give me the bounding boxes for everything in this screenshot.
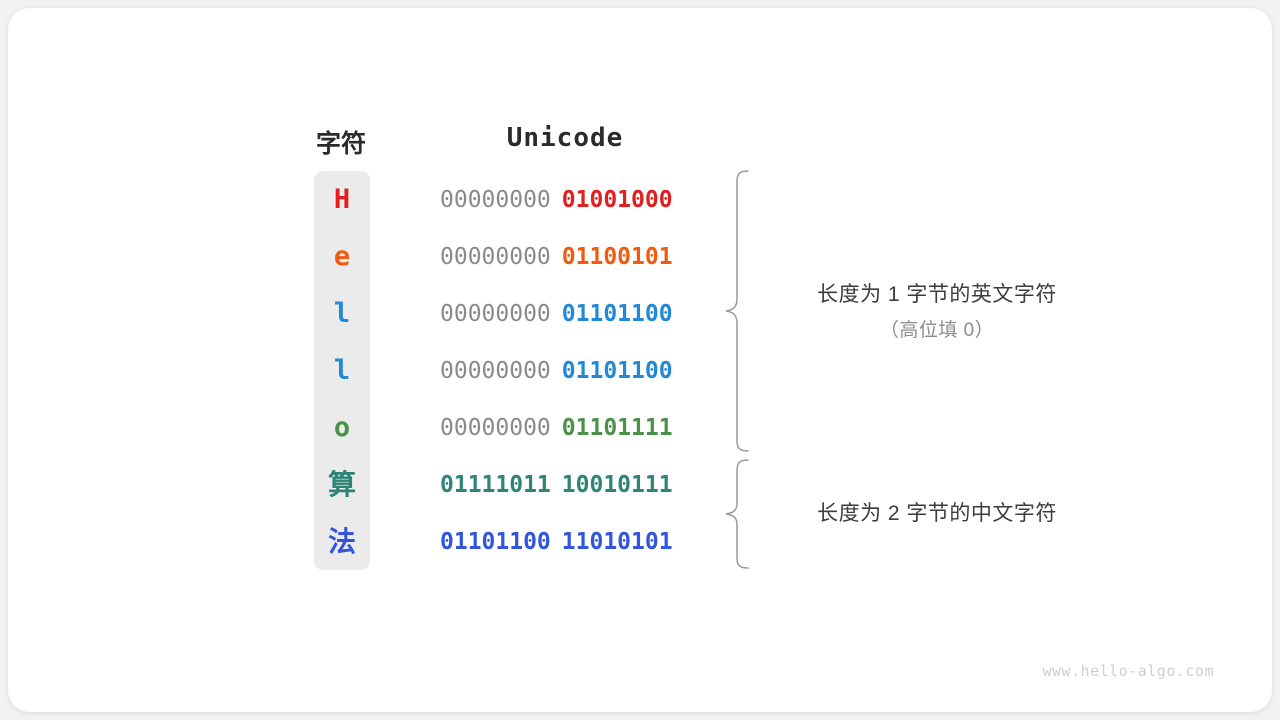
brace-single-byte-group [725, 170, 749, 452]
character-cell: H [333, 184, 351, 215]
unicode-binary-row: 00000000 01101100 [440, 354, 692, 388]
high-byte: 01101100 [440, 529, 551, 555]
character-cell: 法 [327, 526, 356, 557]
high-byte: 00000000 [440, 187, 551, 213]
low-byte: 01100101 [561, 244, 673, 270]
annotation-single-byte-main: 长度为 1 字节的英文字符 [817, 283, 1057, 306]
character-cell: e [333, 241, 351, 272]
high-byte: 00000000 [440, 244, 551, 270]
unicode-binary-row: 00000000 01100101 [440, 240, 692, 274]
unicode-binary-row: 01111011 10010111 [440, 468, 692, 502]
unicode-binary-row: 00000000 01101100 [440, 297, 692, 331]
brace-double-byte-group [725, 459, 749, 569]
annotation-double-byte-main: 长度为 2 字节的中文字符 [817, 502, 1057, 525]
low-byte: 01001000 [561, 187, 673, 213]
annotation-single-byte-sub: （高位填 0） [879, 320, 995, 341]
unicode-binary-row: 01101100 11010101 [440, 525, 692, 559]
diagram-canvas: 字符 Unicode H 00000000 01001000 e 00000000 011… [8, 8, 1272, 712]
high-byte: 00000000 [440, 301, 551, 327]
low-byte: 01101111 [561, 415, 673, 441]
annotation-double-byte: 长度为 2 字节的中文字符 [817, 497, 1057, 527]
character-cell: 算 [327, 469, 356, 500]
watermark: www.hello-algo.com [1042, 662, 1214, 680]
character-column-background [314, 171, 370, 570]
character-cell: l [333, 298, 351, 329]
low-byte: 01101100 [561, 301, 673, 327]
high-byte: 00000000 [440, 358, 551, 384]
low-byte: 11010101 [561, 529, 673, 555]
character-cell: o [333, 412, 351, 443]
character-cell: l [333, 355, 351, 386]
unicode-binary-row: 00000000 01101111 [440, 411, 692, 445]
annotation-single-byte: 长度为 1 字节的英文字符 （高位填 0） [817, 278, 1057, 342]
low-byte: 01101100 [561, 358, 673, 384]
low-byte: 10010111 [561, 472, 673, 498]
column-header-character: 字符 [315, 130, 367, 158]
unicode-binary-row: 00000000 01001000 [440, 183, 692, 217]
high-byte: 01111011 [440, 472, 551, 498]
high-byte: 00000000 [440, 415, 551, 441]
column-header-unicode: Unicode [506, 123, 624, 153]
